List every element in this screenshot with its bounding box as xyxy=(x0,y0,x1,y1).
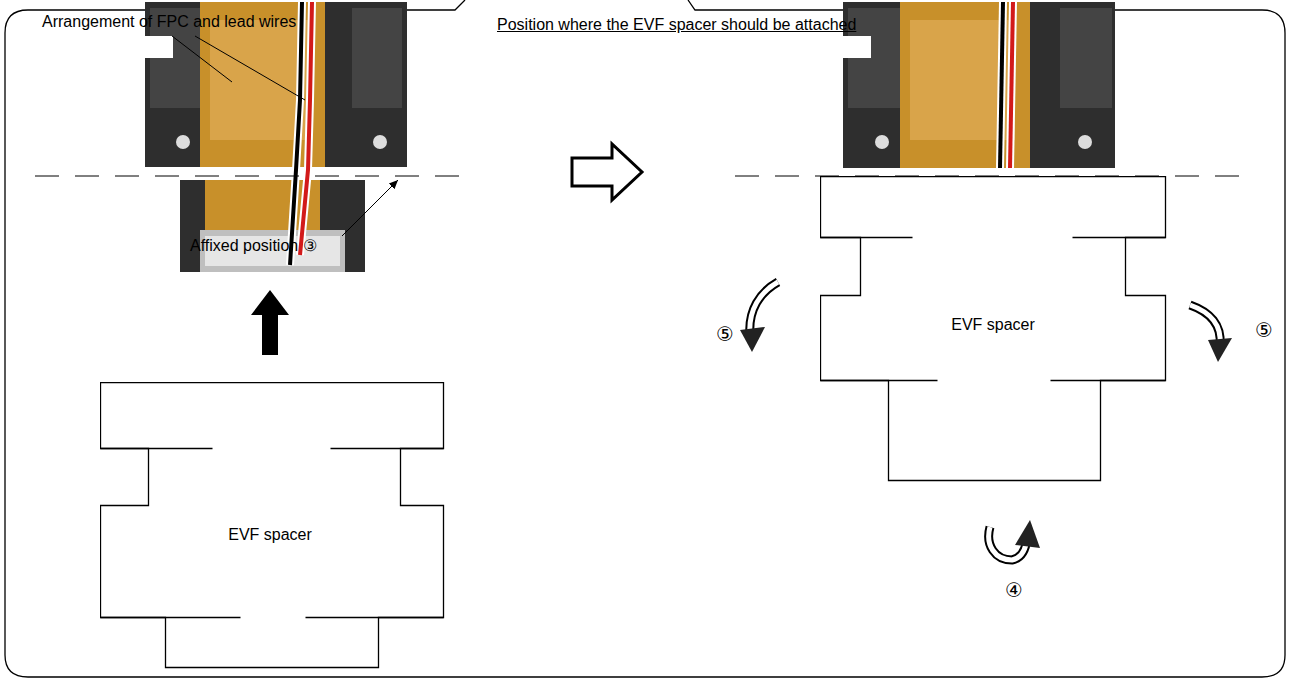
heading: Position where the EVF spacer should be … xyxy=(497,15,856,34)
spacer-shape: EVF spacer xyxy=(820,176,1165,480)
fold-arrow xyxy=(989,520,1040,560)
hollow-arrow xyxy=(572,144,642,200)
callout-number: ④ xyxy=(1005,578,1023,602)
lcd-photo xyxy=(145,2,407,272)
part-name: EVF spacer xyxy=(228,526,312,544)
up-arrow xyxy=(251,290,289,355)
fold-arrow xyxy=(1190,305,1232,362)
spacer-shape: EVF spacer xyxy=(100,382,443,667)
leader-line xyxy=(342,180,398,236)
callout-number: ⑤ xyxy=(716,322,734,346)
lcd-photo xyxy=(843,2,1115,168)
frame xyxy=(5,0,1285,677)
callout-number: ⑤ xyxy=(1255,318,1273,342)
dashed-line xyxy=(35,176,472,177)
leader-line xyxy=(172,36,232,82)
fold-arrow xyxy=(740,282,778,352)
leader-line xyxy=(195,36,305,100)
spacer-outline xyxy=(100,382,445,669)
part-name: EVF spacer xyxy=(951,316,1035,334)
part-name: Arrangement of FPC and lead wires xyxy=(42,12,296,31)
callout-label: Affixed position ③ xyxy=(190,236,317,255)
